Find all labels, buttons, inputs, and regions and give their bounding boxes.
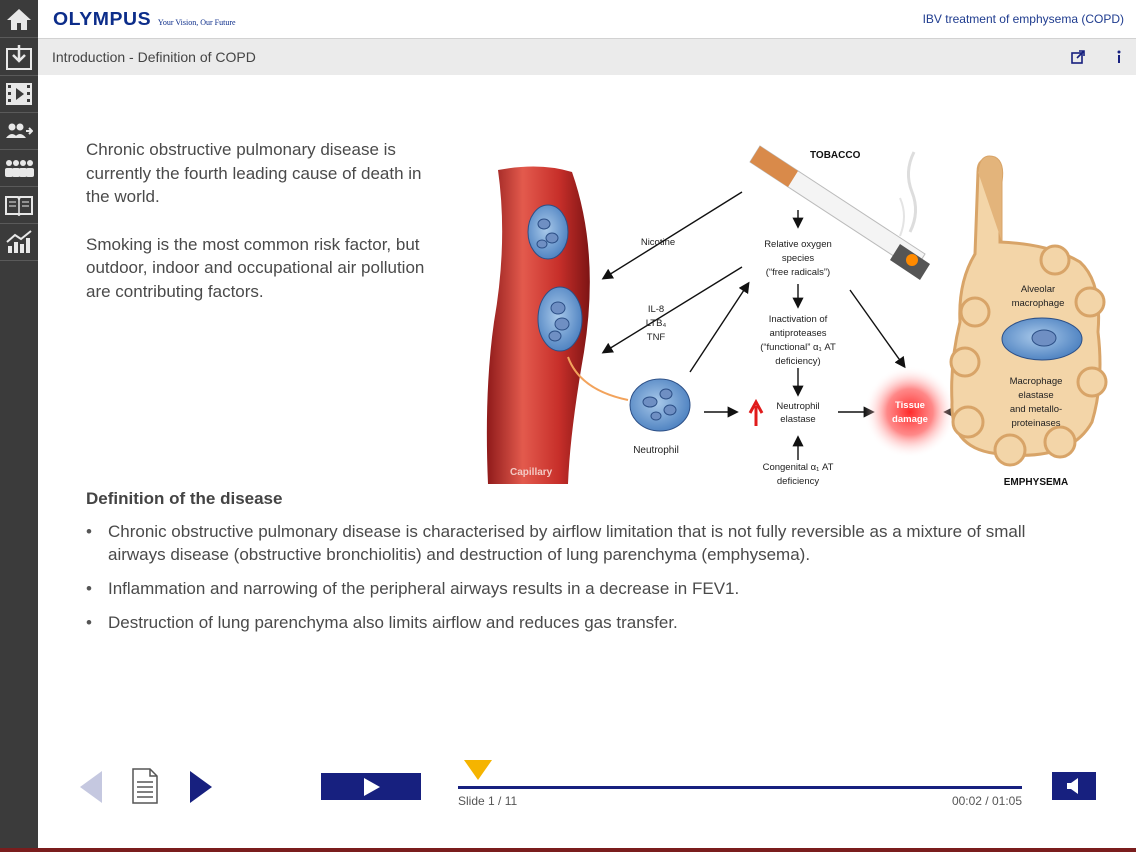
definition-list: Chronic obstructive pulmonary disease is… [86, 520, 1086, 645]
next-slide-button[interactable] [186, 768, 216, 806]
sidebar-item-home[interactable] [0, 0, 38, 38]
ros-label: Relative oxygen [764, 239, 832, 250]
header: OLYMPUS Your Vision, Our Future IBV trea… [38, 0, 1136, 38]
play-button[interactable] [321, 773, 421, 800]
more-vertical-icon [1117, 50, 1121, 63]
alveolar-macrophage-label: macrophage [1012, 298, 1065, 309]
ros-label: species [782, 253, 814, 264]
page-title: Introduction - Definition of COPD [52, 49, 256, 65]
home-icon [7, 8, 31, 30]
external-link-icon [1071, 50, 1085, 64]
elastase-label: elastase [780, 414, 815, 425]
inactivation-label: (“functional” α₁ AT [760, 342, 836, 353]
document-icon [132, 768, 158, 804]
chart-icon [6, 229, 32, 253]
olympus-logo: OLYMPUS Your Vision, Our Future [53, 9, 236, 30]
logo-tagline: Your Vision, Our Future [157, 18, 236, 27]
intro-paragraph: Chronic obstructive pulmonary disease is… [86, 140, 422, 206]
emphysema-label: EMPHYSEMA [1004, 477, 1068, 488]
increase-arrow [748, 398, 764, 426]
inactivation-label: deficiency) [775, 356, 820, 367]
ros-label: (“free radicals”) [766, 267, 830, 278]
cigarette-illustration [749, 145, 930, 280]
chevron-right-icon [190, 771, 212, 803]
tobacco-label: TOBACCO [810, 150, 861, 161]
logo-word: OLYMPUS [53, 9, 152, 29]
congenital-label: deficiency [777, 476, 819, 487]
neutrophil-cell [629, 378, 691, 432]
sidebar-item-chart[interactable] [0, 223, 38, 261]
capillary-label: Capillary [510, 467, 553, 478]
macrophage-elastase-label: and metallo- [1010, 404, 1062, 415]
download-icon [6, 44, 32, 70]
slide-counter: Slide 1 / 11 [458, 794, 518, 808]
inactivation-label: antiproteases [769, 328, 826, 339]
intro-text: Chronic obstructive pulmonary disease is… [86, 138, 446, 327]
sidebar [0, 0, 38, 852]
definition-heading: Definition of the disease [86, 489, 283, 508]
alveoli-illustration [949, 155, 1108, 467]
timeline-track[interactable] [458, 786, 1022, 789]
tissue-damage-label: damage [892, 414, 928, 425]
list-item: Chronic obstructive pulmonary disease is… [86, 520, 1086, 566]
time-counter: 00:02 / 01:05 [951, 794, 1022, 808]
previous-slide-button[interactable] [76, 768, 106, 806]
book-icon [5, 195, 33, 216]
notes-button[interactable] [130, 766, 160, 806]
macrophage-elastase-label: elastase [1018, 390, 1053, 401]
copd-pathogenesis-diagram: Capillary Neutrophil TOBACCO Nicotine Re… [486, 145, 1108, 488]
list-item: Destruction of lung parenchyma also limi… [86, 611, 1086, 634]
neutrophil-label: Neutrophil [633, 445, 679, 456]
cytokine-label: TNF [647, 332, 666, 343]
player-controls: Slide 1 / 11 00:02 / 01:05 [38, 760, 1136, 820]
subheader: Introduction - Definition of COPD [38, 38, 1136, 75]
nicotine-label: Nicotine [641, 237, 675, 248]
sidebar-item-video[interactable] [0, 75, 38, 113]
more-options-button[interactable] [1110, 48, 1128, 66]
people-arrow-icon [6, 123, 33, 138]
sidebar-item-download[interactable] [0, 38, 38, 76]
app-title: IBV treatment of emphysema (COPD) [922, 12, 1124, 26]
volume-button[interactable] [1052, 772, 1096, 800]
macrophage-elastase-label: Macrophage [1010, 376, 1063, 387]
elastase-label: Neutrophil [776, 401, 819, 412]
chevron-left-icon [80, 771, 102, 803]
bottom-border [0, 848, 1136, 852]
group-icon [5, 159, 34, 177]
sidebar-item-group[interactable] [0, 149, 38, 187]
external-link-button[interactable] [1069, 48, 1087, 66]
film-icon [6, 82, 32, 105]
speaker-icon [1067, 778, 1078, 794]
congenital-label: Congenital α₁ AT [763, 462, 834, 473]
intro-paragraph: Smoking is the most common risk factor, … [86, 234, 425, 301]
alveolar-macrophage-label: Alveolar [1021, 284, 1055, 295]
inactivation-label: Inactivation of [769, 314, 828, 325]
sidebar-item-book[interactable] [0, 186, 38, 224]
tissue-damage-glow [864, 366, 956, 458]
play-icon [364, 777, 380, 796]
tissue-damage-label: Tissue [895, 400, 925, 411]
cytokine-label: IL-8 [648, 304, 664, 315]
list-item: Inflammation and narrowing of the periph… [86, 577, 1086, 600]
blood-cell [527, 204, 569, 260]
cytokine-label: LTB₄ [646, 318, 667, 329]
timeline-marker[interactable] [464, 760, 492, 780]
sidebar-item-people[interactable] [0, 112, 38, 150]
macrophage-elastase-label: proteinases [1011, 418, 1060, 429]
